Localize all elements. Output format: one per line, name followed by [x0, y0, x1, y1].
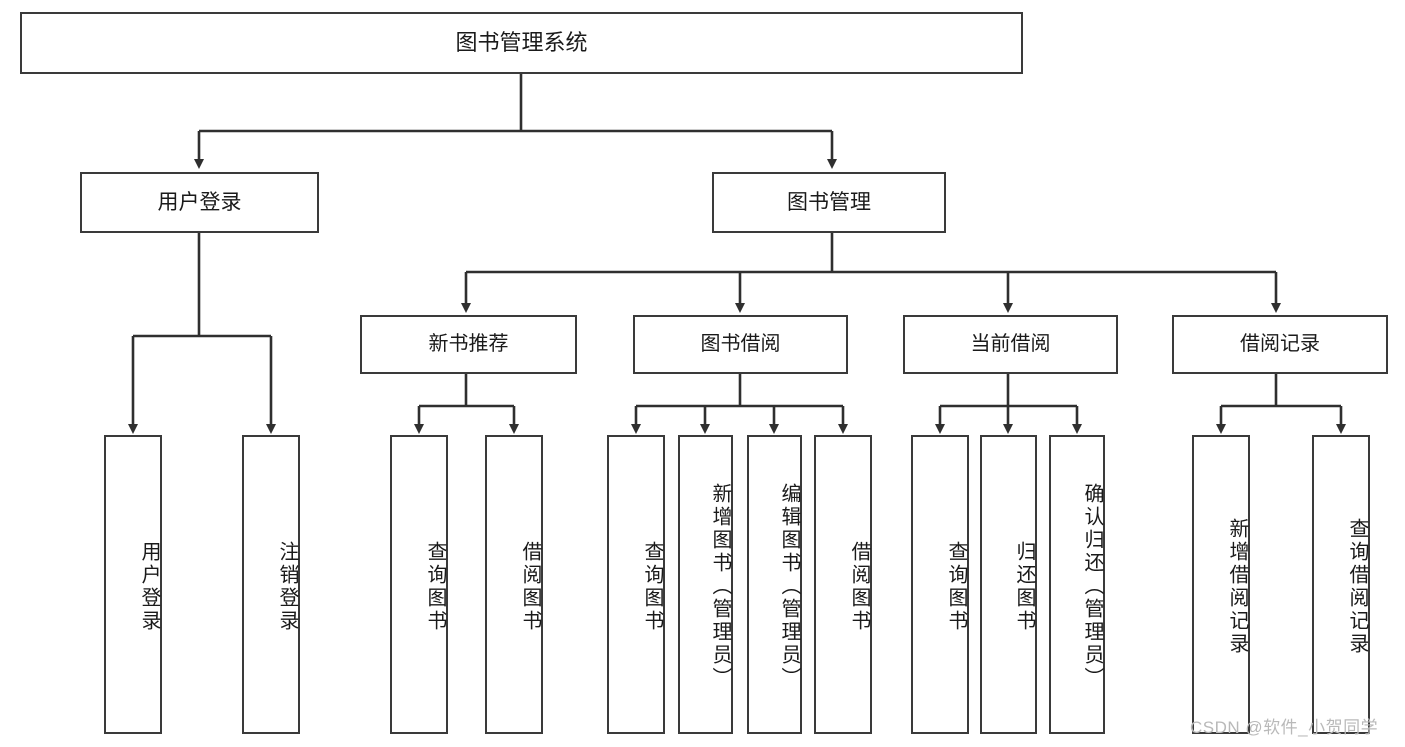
node-leaf-confirm-return-label: 确认归还（管理员）: [1081, 483, 1103, 690]
node-borrow-record[interactable]: 借阅记录: [1172, 315, 1388, 374]
node-leaf-logout-label: 注销登录: [276, 540, 298, 633]
node-leaf-query-record-label: 查询借阅记录: [1346, 517, 1368, 656]
node-leaf-logout[interactable]: 注销登录: [242, 435, 300, 734]
node-root[interactable]: 图书管理系统: [20, 12, 1023, 74]
csdn-watermark: CSDN @软件_小贺同学: [1190, 718, 1379, 737]
node-new-book-rec-label: 新书推荐: [428, 333, 509, 356]
node-root-label: 图书管理系统: [455, 29, 588, 55]
node-leaf-query-book-2[interactable]: 查询图书: [607, 435, 665, 734]
node-book-manage-label: 图书管理: [787, 190, 871, 214]
node-leaf-borrow-book-2[interactable]: 借阅图书: [814, 435, 872, 734]
node-current-borrow-label: 当前借阅: [970, 333, 1051, 356]
node-leaf-edit-book[interactable]: 编辑图书（管理员）: [747, 435, 802, 734]
node-leaf-edit-book-label: 编辑图书（管理员）: [778, 483, 800, 690]
node-leaf-add-record-label: 新增借阅记录: [1226, 517, 1248, 656]
node-leaf-add-book-label: 新增图书（管理员）: [709, 483, 731, 690]
node-leaf-query-book-2-label: 查询图书: [641, 540, 663, 633]
node-leaf-query-book-1[interactable]: 查询图书: [390, 435, 448, 734]
node-book-borrow[interactable]: 图书借阅: [633, 315, 848, 374]
node-leaf-user-login-label: 用户登录: [138, 540, 160, 633]
node-user-login-label: 用户登录: [157, 190, 242, 214]
node-leaf-query-record[interactable]: 查询借阅记录: [1312, 435, 1370, 734]
node-new-book-rec[interactable]: 新书推荐: [360, 315, 577, 374]
node-leaf-query-book-3[interactable]: 查询图书: [911, 435, 969, 734]
node-book-borrow-label: 图书借阅: [700, 333, 781, 356]
node-book-manage[interactable]: 图书管理: [712, 172, 946, 233]
node-leaf-borrow-book-1[interactable]: 借阅图书: [485, 435, 543, 734]
node-leaf-confirm-return[interactable]: 确认归还（管理员）: [1049, 435, 1105, 734]
node-leaf-add-record[interactable]: 新增借阅记录: [1192, 435, 1250, 734]
node-leaf-query-book-3-label: 查询图书: [945, 540, 967, 633]
node-user-login[interactable]: 用户登录: [80, 172, 319, 233]
node-leaf-borrow-book-2-label: 借阅图书: [848, 540, 870, 633]
node-leaf-query-book-1-label: 查询图书: [424, 540, 446, 633]
node-leaf-user-login[interactable]: 用户登录: [104, 435, 162, 734]
node-leaf-return-book-label: 归还图书: [1013, 540, 1035, 633]
node-leaf-borrow-book-1-label: 借阅图书: [519, 540, 541, 633]
node-current-borrow[interactable]: 当前借阅: [903, 315, 1118, 374]
node-borrow-record-label: 借阅记录: [1240, 333, 1320, 356]
node-leaf-add-book[interactable]: 新增图书（管理员）: [678, 435, 733, 734]
node-leaf-return-book[interactable]: 归还图书: [980, 435, 1037, 734]
